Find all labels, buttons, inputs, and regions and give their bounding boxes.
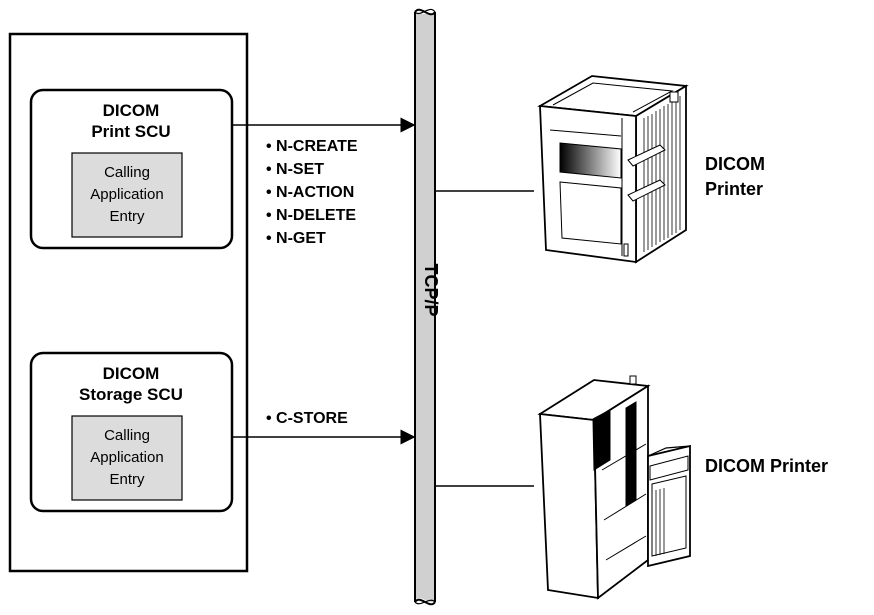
command-n-action: • N-ACTION — [266, 184, 354, 201]
storage-calling-application-entry: Calling Application Entry — [71, 415, 183, 501]
film-printer-icon — [537, 375, 691, 600]
print-calling-application-entry: Calling Application Entry — [71, 152, 183, 238]
print-scu-box: DICOM Print SCU Calling Application Entr… — [29, 88, 234, 250]
print-entry-line2: Application — [90, 186, 163, 203]
storage-entry-line3: Entry — [109, 471, 145, 488]
network-label: TCP/P — [421, 263, 441, 316]
storage-scu-box: DICOM Storage SCU Calling Application En… — [29, 351, 234, 513]
print-entry-line3: Entry — [109, 208, 145, 225]
print-command-list: • N-CREATE • N-SET • N-ACTION • N-DELETE… — [266, 138, 358, 247]
print-entry-line1: Calling — [104, 164, 150, 181]
command-n-set: • N-SET — [266, 161, 324, 178]
printer-top-label-line2: Printer — [705, 179, 763, 199]
command-n-get: • N-GET — [266, 230, 326, 247]
print-scu-title-line1: DICOM — [103, 101, 160, 120]
command-n-create: • N-CREATE — [266, 138, 358, 155]
storage-scu-title-line2: Storage SCU — [79, 385, 183, 404]
command-n-delete: • N-DELETE — [266, 207, 356, 224]
command-c-store: • C-STORE — [266, 410, 348, 427]
storage-entry-line1: Calling — [104, 427, 150, 444]
storage-entry-line2: Application — [90, 449, 163, 466]
print-scu-title-line2: Print SCU — [91, 122, 170, 141]
storage-scu-title-line1: DICOM — [103, 364, 160, 383]
printer-top-label-line1: DICOM — [705, 154, 765, 174]
network-bus: TCP/P — [414, 8, 441, 606]
printer-bottom-label: DICOM Printer — [705, 456, 828, 476]
laser-printer-icon — [537, 75, 689, 264]
